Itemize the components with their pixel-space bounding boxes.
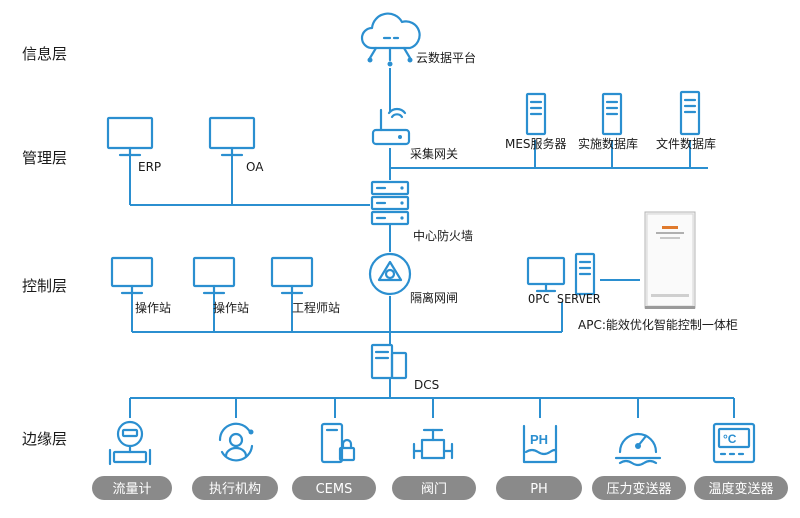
valve-icon: [412, 428, 454, 460]
operator-station-2-icon: [192, 256, 236, 295]
layer-info-label: 信息层: [22, 45, 67, 63]
svg-text:°C: °C: [723, 432, 737, 446]
svg-text:PH: PH: [530, 482, 548, 497]
oa-monitor-icon: [208, 116, 256, 157]
file-db-label: 文件数据库: [656, 136, 716, 151]
dcs-icon: [370, 343, 408, 380]
apc-label: APC:能效优化智能控制一体柜: [578, 317, 738, 332]
firewall-label: 中心防火墙: [413, 228, 473, 243]
cloud-platform-label: 云数据平台: [416, 50, 476, 65]
impl-db-server-icon: [601, 92, 623, 136]
erp-label: ERP: [138, 160, 161, 174]
cloud-icon: [360, 12, 421, 67]
device-label-actuator: 执行机构: [192, 476, 278, 500]
apc-cabinet-image: [644, 211, 696, 309]
pressure-gauge-icon: [614, 432, 662, 467]
erp-monitor-icon: [106, 116, 154, 157]
file-db-server-icon: [679, 90, 701, 136]
device-label-flowmeter: 流量计: [92, 476, 172, 500]
isolation-gateway-icon: [368, 252, 412, 296]
layer-management-label: 管理层: [22, 149, 67, 167]
cems-icon: [320, 422, 356, 464]
engineer-station-icon: [270, 256, 314, 295]
gateway-label: 采集网关: [410, 146, 458, 161]
mes-label: MES服务器: [505, 136, 567, 151]
opc-server-icon: [526, 252, 596, 296]
layer-edge-label: 边缘层: [22, 430, 67, 448]
svg-text:压力变送器: 压力变送器: [606, 481, 671, 497]
thermometer-icon: °C: [712, 422, 756, 464]
router-icon: [371, 107, 411, 146]
svg-text:CEMS: CEMS: [316, 482, 353, 497]
svg-text:流量计: 流量计: [112, 482, 151, 497]
operator-station-1-icon: [110, 256, 154, 295]
svg-text:PH: PH: [530, 432, 548, 447]
operator-station-1-label: 操作站: [135, 300, 171, 315]
opc-label: OPC SERVER: [528, 292, 601, 306]
engineer-station-label: 工程师站: [292, 300, 340, 315]
ph-icon: PH: [522, 424, 558, 464]
operator-station-2-label: 操作站: [213, 300, 249, 315]
svg-text:温度变送器: 温度变送器: [708, 481, 773, 497]
dcs-label: DCS: [414, 378, 439, 392]
device-label-pressure: 压力变送器: [592, 476, 686, 500]
layer-control-label: 控制层: [22, 277, 67, 295]
connection-lines: [129, 68, 735, 418]
actuator-icon: [218, 422, 254, 462]
svg-text:执行机构: 执行机构: [209, 482, 261, 497]
isolation-label: 隔离网闸: [410, 290, 458, 305]
device-label-temperature: 温度变送器: [694, 476, 788, 500]
impl-db-label: 实施数据库: [578, 136, 638, 151]
device-label-ph: PH: [496, 476, 582, 500]
flowmeter-icon: [108, 420, 152, 466]
mes-server-icon: [525, 92, 547, 136]
device-label-valve: 阀门: [392, 476, 476, 500]
device-label-cems: CEMS: [292, 476, 376, 500]
firewall-icon: [370, 180, 410, 226]
oa-label: OA: [246, 160, 264, 174]
svg-text:阀门: 阀门: [421, 482, 447, 497]
